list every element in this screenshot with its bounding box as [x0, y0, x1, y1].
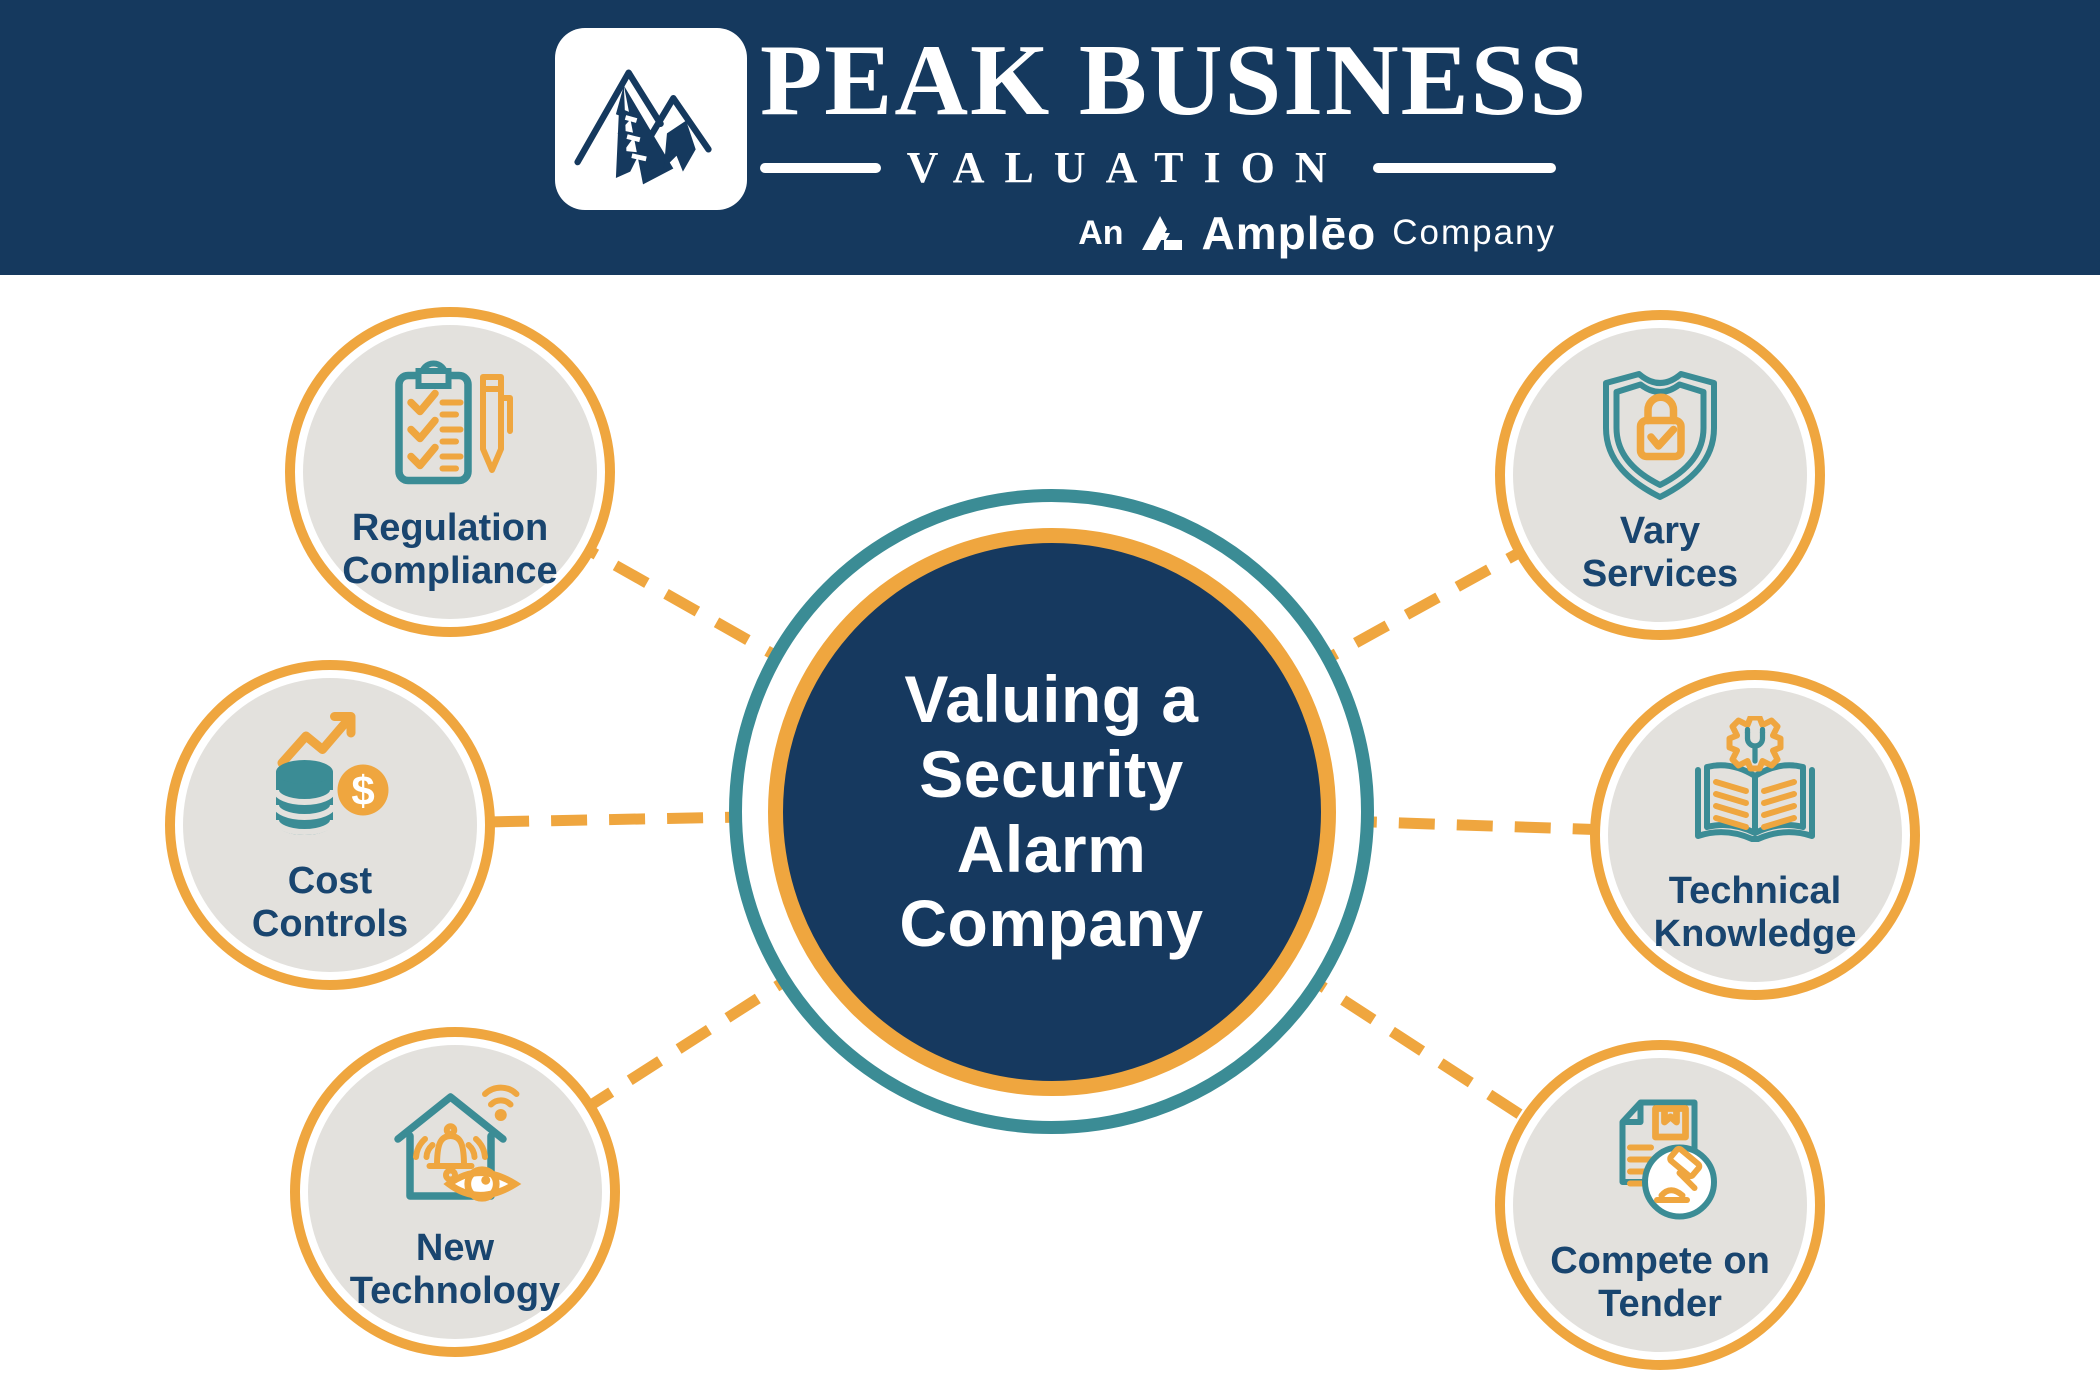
brand-subtitle-row: VALUATION — [760, 146, 1556, 190]
node-regulation-compliance: Regulation Compliance — [285, 307, 615, 637]
node-vary-services: Vary Services — [1495, 310, 1825, 640]
node-label: Regulation Compliance — [342, 507, 558, 592]
node-label: Technical Knowledge — [1653, 870, 1857, 955]
mountain-peaks-icon — [574, 69, 712, 185]
tagline-brand: Amplēo — [1201, 207, 1377, 259]
central-node-inner: Valuing a Security Alarm Company — [767, 527, 1336, 1096]
node-compete-on-tender-body: Compete on Tender — [1513, 1058, 1807, 1352]
node-label: Cost Controls — [251, 860, 409, 945]
tagline-suffix: Company — [1392, 213, 1556, 252]
node-technical-knowledge: Technical Knowledge — [1590, 670, 1920, 1000]
header-banner: PEAK BUSINESS VALUATION An Amplēo Compan… — [0, 0, 2100, 275]
node-new-technology: New Technology — [290, 1027, 620, 1357]
brand-block: PEAK BUSINESS VALUATION An Amplēo Compan… — [760, 24, 1589, 260]
ampleo-mark-icon — [1141, 216, 1182, 250]
brand-name: PEAK BUSINESS — [760, 24, 1589, 137]
node-label: Compete on Tender — [1550, 1240, 1770, 1325]
tender-document-gavel-icon — [1619, 1099, 1717, 1220]
node-technical-knowledge-body: Technical Knowledge — [1608, 688, 1902, 982]
subtitle-rule-right — [1372, 163, 1556, 173]
peak-logo-box — [555, 28, 747, 210]
svg-text:$: $ — [351, 767, 374, 814]
node-regulation-compliance-body: Regulation Compliance — [303, 325, 597, 619]
book-gear-wrench-icon — [1695, 716, 1815, 843]
tagline-prefix: An — [1078, 213, 1124, 252]
tagline: An Amplēo Company — [760, 206, 1556, 260]
subtitle-rule-left — [760, 163, 881, 173]
smart-home-alarm-icon — [394, 1085, 522, 1203]
node-new-technology-body: New Technology — [308, 1045, 602, 1339]
node-cost-controls-body: $ Cost Controls — [183, 678, 477, 972]
node-label: Vary Services — [1581, 510, 1739, 595]
shield-lock-icon — [1603, 371, 1717, 501]
central-node: Valuing a Security Alarm Company — [729, 489, 1374, 1134]
savings-growth-icon: $ — [273, 712, 389, 836]
node-vary-services-body: Vary Services — [1513, 328, 1807, 622]
node-cost-controls: $ Cost Controls — [165, 660, 495, 990]
node-compete-on-tender: Compete on Tender — [1495, 1040, 1825, 1370]
central-title: Valuing a Security Alarm Company — [899, 662, 1204, 961]
clipboard-checklist-icon — [395, 360, 513, 485]
brand-subtitle: VALUATION — [906, 143, 1347, 192]
node-label: New Technology — [349, 1227, 561, 1312]
